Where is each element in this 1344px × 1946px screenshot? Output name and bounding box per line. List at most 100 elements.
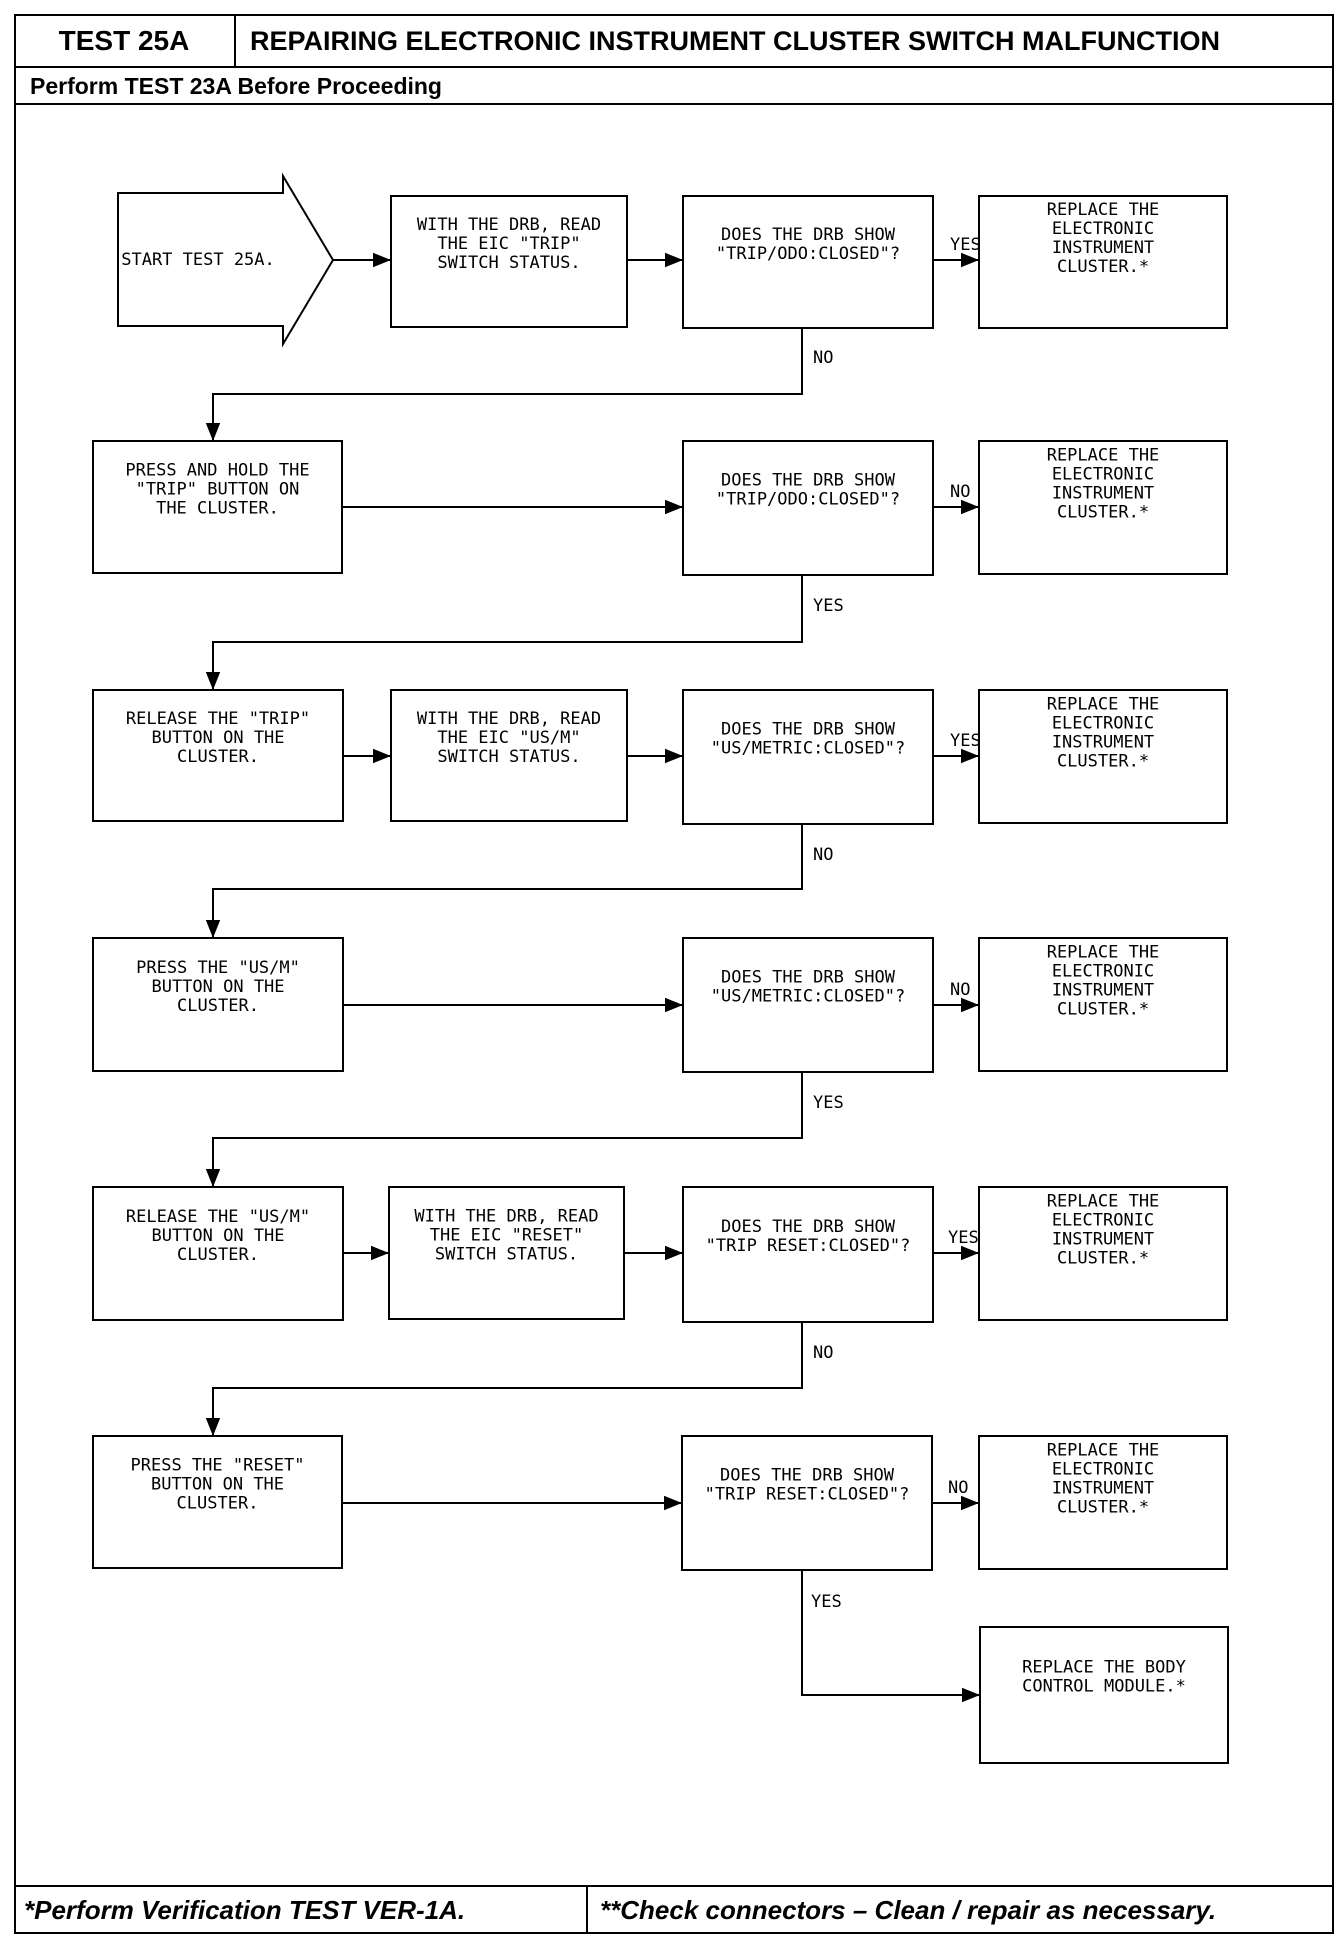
footer-divider: [14, 1885, 1334, 1887]
flow-step-text: INSTRUMENT: [1052, 238, 1154, 258]
flow-box: [682, 440, 934, 576]
flow-box: [92, 937, 344, 1072]
prerequisite-note: Perform TEST 23A Before Proceeding: [30, 72, 442, 99]
flow-step-text: CLUSTER.*: [1057, 1497, 1149, 1517]
flow-step-text: ELECTRONIC: [1052, 219, 1154, 239]
flow-box: [978, 937, 1228, 1072]
flow-box: [92, 1435, 343, 1569]
flow-step-text: DOES THE DRB SHOW: [720, 1466, 895, 1486]
flow-step-text: CLUSTER.: [177, 747, 259, 767]
flow-step-text: ELECTRONIC: [1052, 1459, 1154, 1479]
flow-step-text: CONTROL MODULE.*: [1022, 1676, 1186, 1696]
flow-step-text: CLUSTER.*: [1057, 1248, 1149, 1268]
footer-note-connectors: **Check connectors – Clean / repair as n…: [600, 1894, 1217, 1925]
flow-box: [92, 689, 344, 822]
flow-box: [682, 1186, 934, 1323]
flow-step-text: REPLACE THE: [1047, 1440, 1160, 1460]
flow-step-text: "TRIP RESET:CLOSED"?: [705, 1485, 910, 1505]
flow-step-text: REPLACE THE: [1047, 1191, 1160, 1211]
edge-label-q2-down: YES: [813, 596, 844, 616]
test-id: TEST 25A: [14, 14, 236, 68]
flow-box: [979, 1626, 1229, 1764]
flow-step-text: CLUSTER.: [177, 996, 259, 1016]
flow-box: [681, 1435, 933, 1571]
flow-box: [978, 1435, 1228, 1570]
edge-q6-r7: [801, 1570, 980, 1703]
flow-box: [978, 195, 1228, 329]
start-shape: [117, 172, 335, 348]
flow-box: [682, 689, 934, 825]
flow-step-text: INSTRUMENT: [1052, 1229, 1154, 1249]
flow-step-text: "TRIP" BUTTON ON: [136, 480, 300, 500]
flow-step-text: CLUSTER.: [177, 1245, 259, 1265]
flow-step-text: DOES THE DRB SHOW: [721, 720, 896, 740]
edge-label-q2-right: NO: [950, 482, 970, 502]
flow-step-text: REPLACE THE: [1047, 694, 1160, 714]
flow-box: [388, 1186, 625, 1320]
flow-step-text: "TRIP/ODO:CLOSED"?: [716, 490, 900, 510]
flow-step-q6: DOES THE DRB SHOW"TRIP RESET:CLOSED"?: [681, 1435, 933, 1571]
edge-label-q3-down: NO: [813, 845, 833, 865]
flow-step-text: THE EIC "TRIP": [437, 234, 580, 254]
flow-step-text: PRESS THE "RESET": [131, 1456, 305, 1476]
flow-box: [978, 1186, 1228, 1321]
flow-step-text: "US/METRIC:CLOSED"?: [711, 739, 905, 759]
flow-step-text: REPLACE THE: [1047, 445, 1160, 465]
flow-step-text: CLUSTER.: [177, 1494, 259, 1514]
connectors: [205, 252, 980, 1703]
flow-step-q5: DOES THE DRB SHOW"TRIP RESET:CLOSED"?: [682, 1186, 934, 1323]
flow-step-text: BUTTON ON THE: [151, 728, 284, 748]
flow-step-text: "TRIP/ODO:CLOSED"?: [716, 244, 900, 264]
flow-step-text: WITH THE DRB, READ: [414, 1207, 598, 1227]
page-title: REPAIRING ELECTRONIC INSTRUMENT CLUSTER …: [250, 25, 1220, 56]
flow-step-text: ELECTRONIC: [1052, 961, 1154, 981]
flow-step-q4: DOES THE DRB SHOW"US/METRIC:CLOSED"?: [682, 937, 934, 1073]
flow-step-text: DOES THE DRB SHOW: [721, 968, 896, 988]
flow-step-text: BUTTON ON THE: [151, 1475, 284, 1495]
flow-step-text: INSTRUMENT: [1052, 732, 1154, 752]
footer-column-divider: [586, 1886, 588, 1934]
flow-step-text: BUTTON ON THE: [151, 977, 284, 997]
flow-step-text: SWITCH STATUS.: [437, 253, 580, 273]
flow-box: [92, 1186, 344, 1321]
edge-label-q6-down: YES: [811, 1592, 842, 1612]
page-frame: [14, 14, 1334, 1934]
start-label: START TEST 25A.: [121, 250, 275, 270]
flow-box: [390, 689, 628, 822]
edge-label-q4-right: NO: [950, 980, 970, 1000]
flow-step-text: CLUSTER.*: [1057, 751, 1149, 771]
flow-step-text: THE CLUSTER.: [156, 499, 279, 519]
flow-step-text: THE EIC "US/M": [437, 728, 580, 748]
header-divider-bottom: [14, 103, 1334, 105]
footer-note-verification: *Perform Verification TEST VER-1A.: [24, 1894, 466, 1925]
flow-step-text: INSTRUMENT: [1052, 483, 1154, 503]
flow-step-text: CLUSTER.*: [1057, 257, 1149, 277]
flow-box: [682, 195, 934, 329]
flow-step-text: REPLACE THE: [1047, 942, 1160, 962]
flow-step-q2: DOES THE DRB SHOW"TRIP/ODO:CLOSED"?: [682, 440, 934, 576]
edge-q2-s3a: [205, 575, 803, 690]
edge-q1-s2: [205, 328, 803, 441]
flow-step-text: SWITCH STATUS.: [435, 1245, 578, 1265]
flow-step-text: INSTRUMENT: [1052, 980, 1154, 1000]
flow-step-text: DOES THE DRB SHOW: [721, 1217, 896, 1237]
flow-step-q3: DOES THE DRB SHOW"US/METRIC:CLOSED"?: [682, 689, 934, 825]
flow-step-text: REPLACE THE: [1047, 200, 1160, 220]
edge-q5-s6: [205, 1322, 803, 1436]
edge-label-q3-right: YES: [950, 731, 981, 751]
flow-step-text: BUTTON ON THE: [151, 1226, 284, 1246]
